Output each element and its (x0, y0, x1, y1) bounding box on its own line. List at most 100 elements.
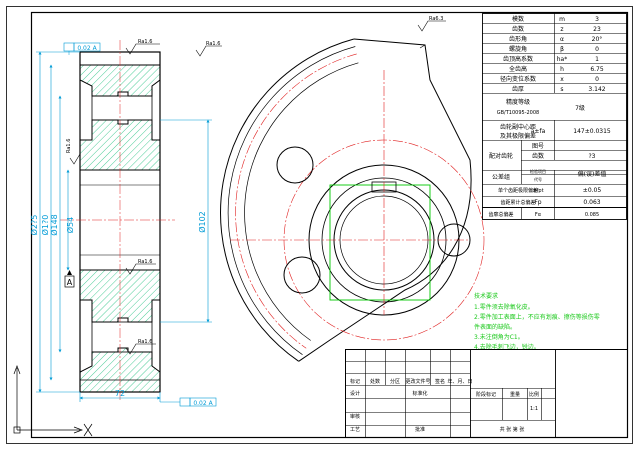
svg-text:偏(误)差值: 偏(误)差值 (578, 170, 607, 178)
note-line-1: 1.零件须去除氧化皮。 (474, 303, 534, 311)
roughness-outer-left-label: Ra1.6 (138, 39, 152, 45)
svg-text:m: m (559, 16, 565, 23)
svg-text:工艺: 工艺 (350, 427, 360, 433)
parameter-table-extra-text: 齿廓总偏差 Fα 0.085 (488, 211, 599, 218)
notes-title: 技术要求 (474, 292, 498, 300)
title-block-text: 标记 处数 分区 更改文件号 签名 年、月、日 设计 标准化 阶段标记 重量 比… (350, 378, 539, 433)
svg-text:精度等级: 精度等级 (506, 98, 530, 106)
svg-text:齿数: 齿数 (512, 25, 524, 33)
svg-text:3.142: 3.142 (588, 86, 605, 93)
parameter-table-text: 模数 m 3 齿数 z 23 齿形角 α 20° 螺旋角 β 0 齿顶高系数 h… (489, 15, 611, 206)
svg-text:及其极限偏差: 及其极限偏差 (500, 132, 536, 140)
svg-text:齿顶高系数: 齿顶高系数 (503, 55, 533, 63)
svg-text:标准化: 标准化 (412, 390, 427, 397)
svg-text:审核: 审核 (350, 413, 360, 420)
note-line-4: 3.未注倒角为C1。 (474, 333, 524, 341)
dim-root-diameter: Ø1?0 (40, 215, 50, 236)
svg-text:1: 1 (595, 56, 599, 63)
svg-text:147±0.0315: 147±0.0315 (573, 128, 611, 135)
svg-text:Fα: Fα (535, 212, 542, 218)
svg-text:±fpt: ±fpt (532, 188, 543, 194)
note-line-5: 4.去除毛刺飞边，锐边。 (474, 343, 540, 351)
svg-text:图号: 图号 (532, 143, 544, 150)
svg-text:x: x (560, 76, 564, 83)
dim-bore-diameter: Ø54 (65, 217, 75, 233)
lightening-hole-2 (283, 256, 321, 294)
title-block (345, 349, 628, 438)
svg-text:z: z (560, 26, 563, 33)
svg-text:?3: ?3 (588, 153, 595, 160)
svg-text:处数: 处数 (370, 378, 380, 385)
roughness-bore-upper-label: Ra1.6 (66, 139, 72, 153)
svg-text:7级: 7级 (575, 104, 585, 112)
svg-text:重量: 重量 (510, 391, 520, 398)
datum-box (64, 275, 75, 288)
ucs-icon (13, 365, 93, 437)
svg-text:更改文件号: 更改文件号 (405, 378, 430, 385)
svg-text:0: 0 (595, 76, 599, 83)
roughness-outer-right-label: Ra1.6 (206, 41, 220, 47)
inner-frame (30, 11, 629, 439)
svg-text:0.02 A: 0.02 A (193, 400, 213, 407)
svg-text:β: β (560, 46, 564, 53)
svg-text:公差组: 公差组 (492, 173, 510, 181)
datum-label: A (67, 278, 73, 287)
svg-text:Fp: Fp (534, 199, 541, 206)
svg-text:分区: 分区 (390, 378, 400, 385)
outer-circle (220, 38, 355, 362)
svg-text:标记: 标记 (350, 378, 360, 385)
dim-outer-diameter: Ø2?5 (29, 215, 39, 236)
technical-notes: 技术要求 1.零件须去除氧化皮。 2.零件加工表面上，不应有划痕、擦伤等损伤零 … (474, 292, 600, 351)
svg-text:螺旋角: 螺旋角 (509, 45, 527, 53)
roughness-tr-label: Ra6.3 (429, 16, 443, 22)
svg-text:ha*: ha* (557, 56, 567, 63)
svg-text:径向变位系数: 径向变位系数 (500, 75, 536, 83)
svg-text:配对齿轮: 配对齿轮 (489, 152, 513, 160)
note-line-3: 件表面的缺陷。 (474, 323, 516, 331)
flange-boundary (298, 38, 472, 362)
roughness-marks (69, 20, 446, 355)
svg-text:设计: 设计 (350, 390, 360, 397)
svg-text:0.085: 0.085 (585, 212, 599, 218)
svg-text:齿距累计总偏差: 齿距累计总偏差 (500, 199, 535, 206)
lightening-hole-1 (276, 146, 314, 184)
svg-text:1:1: 1:1 (530, 406, 538, 412)
svg-text:20°: 20° (592, 36, 603, 43)
svg-text:6.75: 6.75 (590, 66, 604, 73)
svg-text:年、月、日: 年、月、日 (447, 378, 472, 385)
tolerance-frame-top: 0.02 A (63, 42, 101, 55)
svg-text:±0.05: ±0.05 (583, 187, 602, 194)
svg-text:单个齿距极限偏差: 单个齿距极限偏差 (498, 187, 538, 194)
svg-text:s: s (560, 86, 563, 93)
svg-text:齿形角: 齿形角 (509, 35, 527, 43)
outer-frame (6, 6, 633, 444)
dim-width: 72 (115, 389, 125, 398)
svg-text:模数: 模数 (512, 15, 524, 23)
pitch-circle (235, 53, 357, 349)
svg-text:齿廓总偏差: 齿廓总偏差 (488, 211, 513, 218)
svg-text:0: 0 (595, 46, 599, 53)
svg-text:23: 23 (593, 26, 601, 33)
section-dimensions (36, 51, 212, 402)
svg-text:代号: 代号 (534, 176, 542, 182)
svg-text:签名: 签名 (435, 378, 445, 385)
svg-text:3: 3 (595, 16, 599, 23)
svg-text:GB/T10095-2008: GB/T10095-2008 (497, 110, 539, 116)
svg-text:比例: 比例 (529, 391, 539, 398)
svg-text:a±fa: a±fa (531, 128, 546, 135)
svg-text:全齿高: 全齿高 (509, 65, 527, 73)
note-line-2: 2.零件加工表面上，不应有划痕、擦伤等损伤零 (474, 313, 600, 321)
svg-text:共 张 第 张: 共 张 第 张 (500, 426, 525, 433)
svg-text:齿轮副中心距: 齿轮副中心距 (500, 123, 536, 131)
roughness-bore-lower-label: Ra1.6 (138, 259, 152, 265)
svg-text:齿数: 齿数 (532, 152, 544, 160)
parameter-table-extra (482, 207, 627, 220)
svg-text:检验项目: 检验项目 (530, 168, 546, 174)
svg-text:批准: 批准 (415, 426, 425, 433)
svg-text:阶段标记: 阶段标记 (476, 391, 496, 398)
section-view (60, 40, 175, 400)
roughness-hub-lower-label: Ra1.6 (138, 339, 152, 345)
svg-text:齿厚: 齿厚 (512, 85, 524, 93)
svg-text:h: h (560, 66, 564, 73)
